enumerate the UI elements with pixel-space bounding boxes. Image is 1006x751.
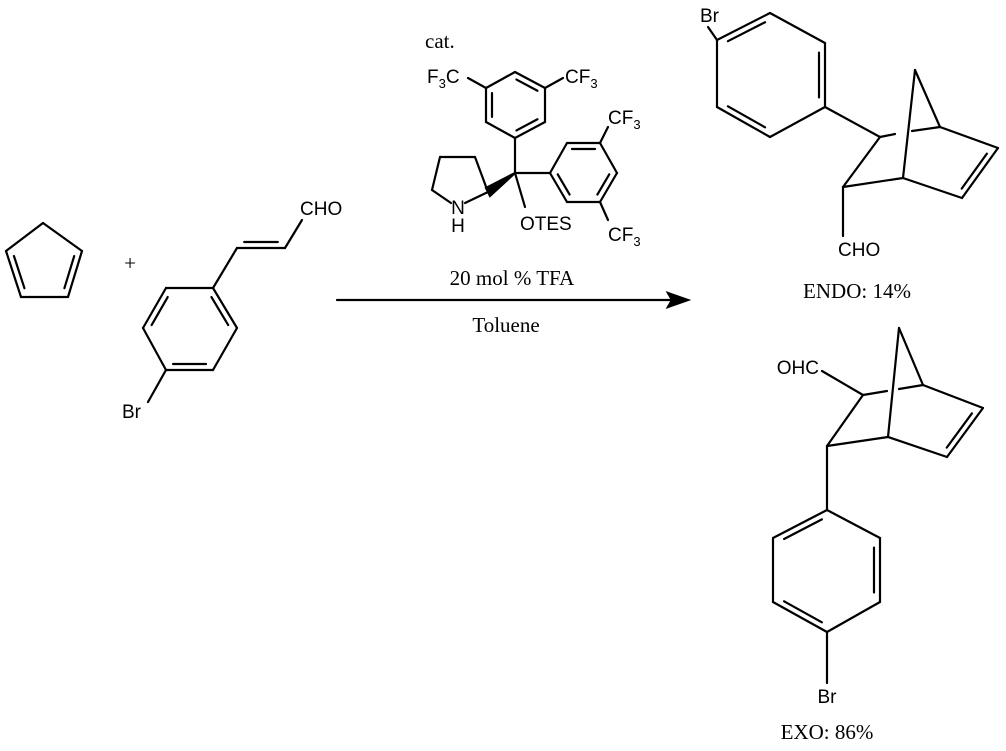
catalyst-ring-1-bond [513, 120, 547, 140]
bond [841, 135, 882, 189]
bond [430, 188, 453, 205]
bond [463, 190, 490, 205]
bond [283, 218, 304, 250]
catalyst-cf3-right-top: CF3 [608, 108, 641, 132]
endo-yield-label: ENDO: 14% [803, 279, 911, 303]
bond [938, 125, 1000, 150]
catalyst-ring-1-bond [484, 70, 517, 90]
conditions-solvent: Toluene [472, 313, 539, 337]
catalyst-ring-2-bond [598, 141, 619, 175]
bond [886, 326, 901, 439]
catalyst-otes-label: OTES [520, 214, 572, 235]
aryl-ring-bond [141, 326, 168, 372]
bond [910, 125, 942, 133]
exo-aryl-ring-bond [771, 600, 829, 634]
catalyst-ring-2-double-bond [596, 173, 611, 196]
catalyst-ring-2-double-bond [556, 173, 571, 196]
catalyst-ring-1-double-bond [515, 118, 539, 132]
cyclopentadiene-bond [41, 221, 84, 253]
bond [878, 132, 897, 139]
bond [706, 25, 719, 42]
catalyst-cf3-right-bottom: CF3 [608, 225, 641, 249]
bond [921, 383, 985, 410]
catalyst-ring-1-bond [513, 70, 547, 90]
catalyst-cf3-top-right: CF3 [565, 67, 598, 91]
endo-aryl-ring-bond [715, 105, 772, 139]
exo-aryl-ring-bond [825, 600, 882, 634]
bond [913, 68, 942, 129]
endo-aryl-ring-bond [768, 105, 827, 139]
catalyst-h-label: H [451, 216, 465, 237]
exo-yield-label: EXO: 86% [781, 720, 874, 744]
bond [513, 171, 527, 209]
cyclopentadiene-bond [66, 249, 84, 299]
bond [897, 383, 925, 391]
bond [430, 155, 442, 192]
aryl-ring-double-bond [150, 295, 169, 327]
bond [211, 246, 239, 290]
double-bond [945, 412, 974, 449]
catalyst-ring-1-bond [484, 120, 517, 140]
aryl-ring-bond [211, 326, 239, 372]
plus-sign: + [124, 251, 136, 275]
exo-aryl-ring-bond [771, 508, 829, 540]
bond [960, 146, 1000, 200]
aldehyde-cho-label: CHO [300, 199, 342, 220]
bond [598, 200, 610, 222]
catalyst-ring-2-bond [548, 141, 569, 175]
catalyst-ring-2-bond [598, 171, 619, 204]
exo-br-label: Br [818, 687, 838, 708]
exo-ohc-label: OHC [777, 358, 819, 379]
endo-br-label: Br [700, 6, 720, 27]
bond [886, 435, 949, 459]
catalyst-ring-2-bond [548, 171, 569, 204]
cyclopentadiene-bond [4, 249, 23, 299]
cyclopentadiene-double-bond [12, 254, 26, 290]
bond [861, 389, 889, 397]
bond [823, 105, 882, 139]
bond [841, 176, 905, 189]
bond [901, 176, 964, 200]
bond [598, 125, 610, 145]
endo-aryl-ring-bond [768, 11, 827, 45]
endo-cho-label: CHO [838, 240, 880, 261]
endo-aryl-ring-double-bond [726, 105, 767, 129]
endo-aryl-ring-double-bond [726, 21, 767, 43]
catalyst-ring-1-double-bond [515, 78, 539, 92]
catalyst-label: cat. [425, 29, 455, 53]
endo-aryl-ring-bond [715, 11, 772, 42]
cyclopentadiene-double-bond [63, 254, 76, 290]
aryl-ring-bond [211, 286, 239, 330]
bond [473, 155, 490, 194]
bond [543, 76, 565, 90]
bond [825, 393, 865, 448]
exo-aryl-ring-double-bond [782, 600, 823, 624]
bond [466, 76, 488, 90]
exo-aryl-ring-double-bond [782, 518, 823, 541]
bond [897, 326, 925, 387]
catalyst-cf3-top-left: F3C [427, 67, 460, 91]
catalyst-n-label: N [451, 198, 465, 219]
bond [825, 435, 890, 448]
conditions-reagent: 20 mol % TFA [450, 266, 575, 290]
aldehyde-br-label: Br [122, 402, 142, 423]
bond [901, 68, 917, 180]
bond [146, 368, 168, 404]
double-bond [960, 152, 988, 190]
aryl-ring-bond [141, 286, 168, 330]
bond [820, 369, 865, 397]
arrow-head-icon [665, 290, 692, 310]
aryl-ring-double-bond [210, 295, 230, 327]
exo-aryl-ring-bond [825, 508, 882, 540]
bond [945, 406, 985, 459]
cyclopentadiene-bond [4, 221, 45, 253]
